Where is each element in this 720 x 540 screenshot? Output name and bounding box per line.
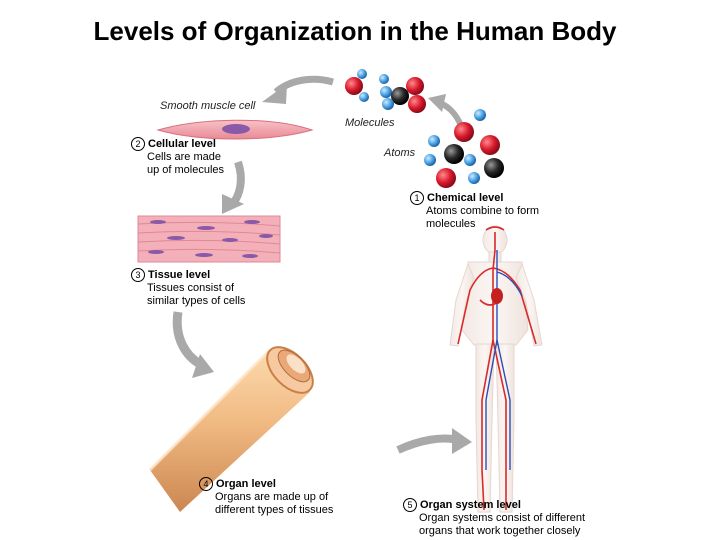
level-number-badge: 5 xyxy=(403,498,417,512)
level-number-badge: 4 xyxy=(199,477,213,491)
level-name: Organ system level xyxy=(420,499,521,511)
tissue-illustration xyxy=(137,215,281,263)
atoms-illustration xyxy=(424,109,504,188)
level-description-line2: molecules xyxy=(426,218,476,230)
page-title: Levels of Organization in the Human Body xyxy=(93,16,617,46)
level-name: Cellular level xyxy=(148,138,216,150)
smooth-muscle-cell-illustration xyxy=(156,119,314,140)
arrow-atoms-to-molecules xyxy=(428,94,465,130)
arrow-organ-to-system xyxy=(396,428,472,454)
level-description-line2: similar types of cells xyxy=(147,295,246,307)
smooth-muscle-cell-label: Smooth muscle cell xyxy=(160,100,256,112)
level-description-line1: Atoms combine to form xyxy=(426,205,540,217)
arrow-molecules-to-cell xyxy=(262,75,334,104)
level-number-badge: 1 xyxy=(410,191,424,205)
level-number-badge: 3 xyxy=(131,268,145,282)
organ-system-illustration xyxy=(449,225,543,513)
level-name: Organ level xyxy=(216,478,276,490)
molecules-label: Molecules xyxy=(345,117,395,129)
level-description-line2: organs that work together closely xyxy=(419,525,581,537)
level-description-line2: up of molecules xyxy=(147,164,225,176)
level-description-line2: different types of tissues xyxy=(215,504,334,516)
level-description-line1: Tissues consist of xyxy=(147,282,235,294)
level-number-badge: 2 xyxy=(131,137,145,151)
organ-illustration xyxy=(148,346,314,512)
level-name: Tissue level xyxy=(148,269,211,281)
molecules-illustration xyxy=(345,69,426,113)
atoms-label: Atoms xyxy=(384,147,416,159)
arrow-tissue-to-organ xyxy=(172,311,214,378)
level-description-line1: Organs are made up of xyxy=(215,491,329,503)
level-description-line1: Organ systems consist of different xyxy=(419,512,586,524)
level-name: Chemical level xyxy=(427,192,504,204)
level-description-line1: Cells are made xyxy=(147,151,221,163)
arrow-cell-to-tissue xyxy=(222,160,245,214)
heart-icon xyxy=(491,288,503,304)
